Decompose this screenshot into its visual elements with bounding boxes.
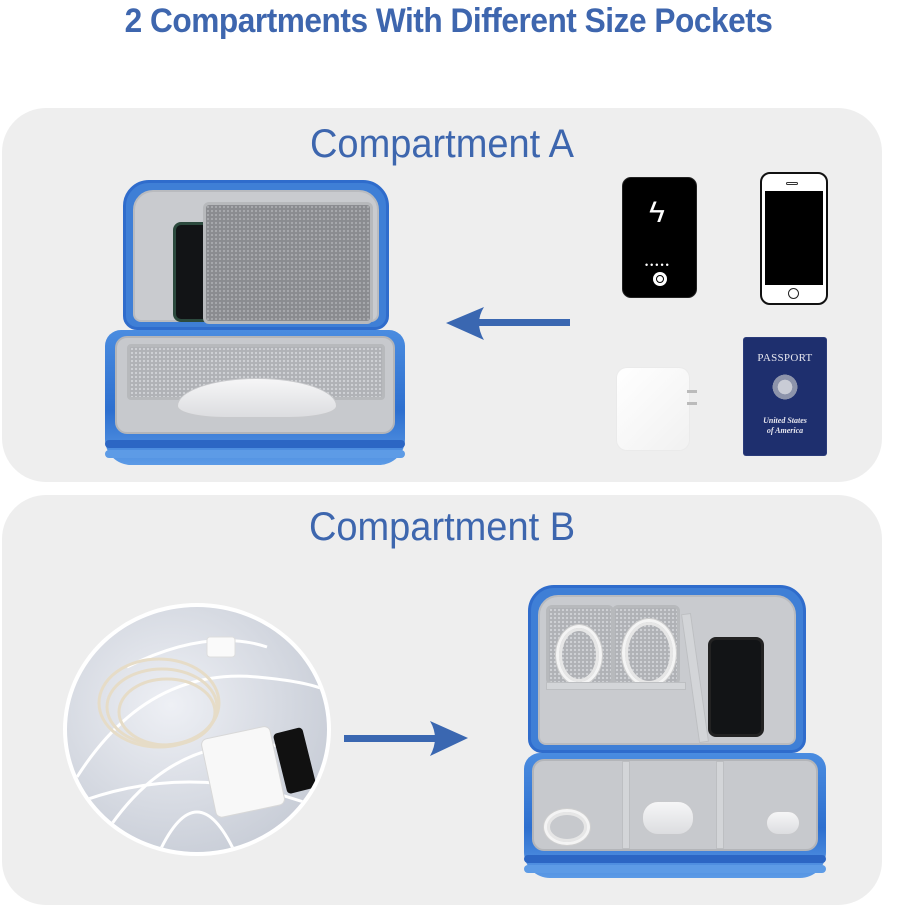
page-headline: 2 Compartments With Different Size Pocke… (124, 2, 773, 40)
earbuds-case-icon (642, 801, 694, 835)
home-button-icon (788, 288, 799, 299)
arrow-left-icon (446, 307, 570, 340)
passport-image: PASSPORT United States of America (744, 338, 826, 455)
tangled-cables-image (63, 603, 331, 856)
passport-label: PASSPORT (757, 352, 813, 364)
passport-subtitle: United States of America (763, 416, 807, 435)
speaker-icon (786, 182, 798, 185)
usb-cable-icon (544, 809, 590, 845)
coiled-cable-icon (622, 619, 676, 687)
mesh-pocket (203, 202, 373, 324)
compartment-b-bag-image (524, 585, 826, 878)
power-bank-image: ϟ ••••• (622, 177, 697, 298)
phone-screen (765, 191, 823, 285)
compartment-a-bag-image (105, 180, 405, 465)
lightning-bolt-icon: ϟ (649, 196, 665, 229)
phone-in-pocket (708, 637, 764, 737)
wall-charger-image (617, 368, 697, 450)
compartment-b-title: Compartment B (308, 505, 576, 549)
coiled-cable-icon (556, 625, 602, 685)
charge-indicator: ••••• (645, 260, 671, 270)
compartment-a-title: Compartment A (309, 122, 574, 166)
eagle-seal-icon (771, 372, 799, 402)
power-button-icon (653, 272, 667, 286)
arrow-right-icon (344, 721, 468, 756)
earbuds-icon (766, 811, 800, 835)
smartphone-image (760, 172, 828, 305)
